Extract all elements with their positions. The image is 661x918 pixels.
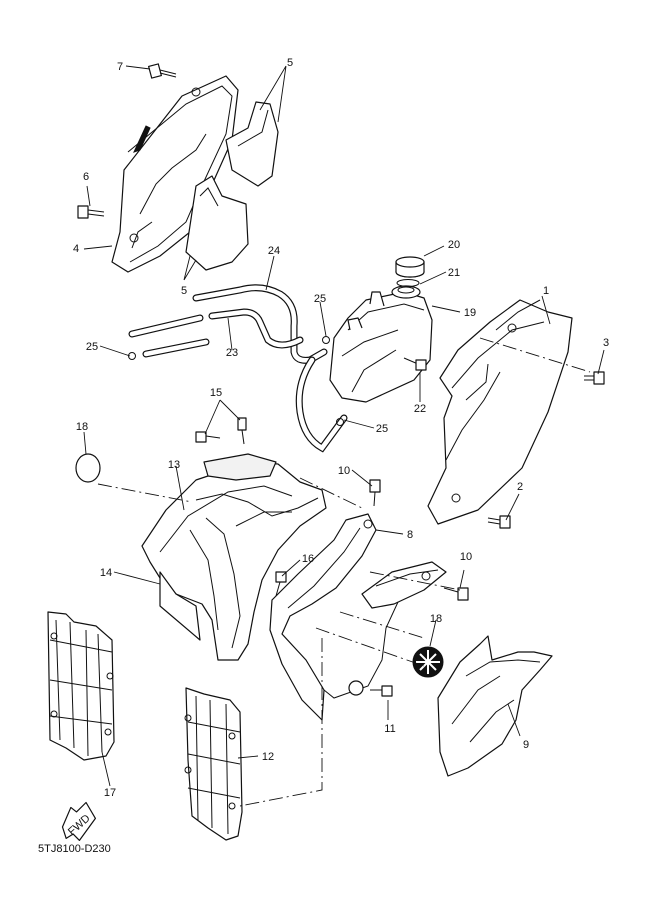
- star-emblem: [412, 646, 444, 678]
- callout-13: 13: [168, 459, 180, 471]
- alignment-lines: [97, 337, 591, 807]
- callout-17: 17: [104, 787, 116, 799]
- radiator-shroud: [141, 453, 327, 661]
- side-cover-right: [427, 299, 573, 525]
- radiator-louver-left: [47, 611, 115, 761]
- callout-2: 2: [517, 481, 523, 493]
- bolt-icon: [443, 587, 469, 601]
- callout-10-right: 10: [460, 551, 472, 563]
- bolt-icon: [369, 479, 381, 507]
- callout-18-left: 18: [76, 421, 88, 433]
- callout-5-bottom: 5: [181, 285, 187, 297]
- callout-7: 7: [117, 61, 123, 73]
- shroud-lower: [269, 513, 447, 721]
- callout-labels: 1 2 3 4 5 5 6 7 8 9 10 10 11 12 13 14 15…: [73, 57, 609, 799]
- callout-14: 14: [100, 567, 112, 579]
- callout-25-left: 25: [86, 341, 98, 353]
- radiator-louver-right: [184, 687, 243, 841]
- callout-25-top: 25: [314, 293, 326, 305]
- callout-6: 6: [83, 171, 89, 183]
- reservoir-tank: [329, 285, 433, 403]
- callout-23: 23: [226, 347, 238, 359]
- callout-25-right: 25: [376, 423, 388, 435]
- callout-21: 21: [448, 267, 460, 279]
- callout-8: 8: [407, 529, 413, 541]
- bolt-icon: [237, 417, 247, 445]
- callout-12: 12: [262, 751, 274, 763]
- diagram-code: 5TJ8100-D230: [38, 843, 111, 855]
- bolt-icon: [275, 571, 287, 597]
- callout-3: 3: [603, 337, 609, 349]
- bolt-icon: [195, 431, 221, 443]
- decal-panel: [437, 635, 553, 777]
- side-cover-left: [111, 75, 279, 273]
- callout-1: 1: [543, 285, 549, 297]
- bolt-icon: [403, 357, 427, 371]
- leader-lines: [83, 65, 605, 787]
- callout-22: 22: [414, 403, 426, 415]
- callout-9: 9: [523, 739, 529, 751]
- bolt-icon: [584, 371, 605, 385]
- callout-5-top: 5: [287, 57, 293, 69]
- callout-20: 20: [448, 239, 460, 251]
- callout-18-right: 18: [430, 613, 442, 625]
- grommet: [348, 680, 364, 696]
- bolt-icon: [370, 685, 393, 697]
- bolt-icon: [487, 515, 511, 529]
- callout-15: 15: [210, 387, 222, 399]
- grommet: [75, 453, 101, 483]
- callout-19: 19: [464, 307, 476, 319]
- forward-arrow-icon: FWD: [61, 801, 97, 842]
- seal-ring: [396, 279, 420, 287]
- callout-16: 16: [302, 553, 314, 565]
- breather-hose: [128, 284, 348, 453]
- callout-24: 24: [268, 245, 280, 257]
- tank-cap: [395, 256, 425, 278]
- callout-10-top: 10: [338, 465, 350, 477]
- bolt-icon: [77, 205, 105, 219]
- bolt-icon: [148, 63, 177, 79]
- callout-4: 4: [73, 243, 79, 255]
- callout-11: 11: [384, 723, 395, 735]
